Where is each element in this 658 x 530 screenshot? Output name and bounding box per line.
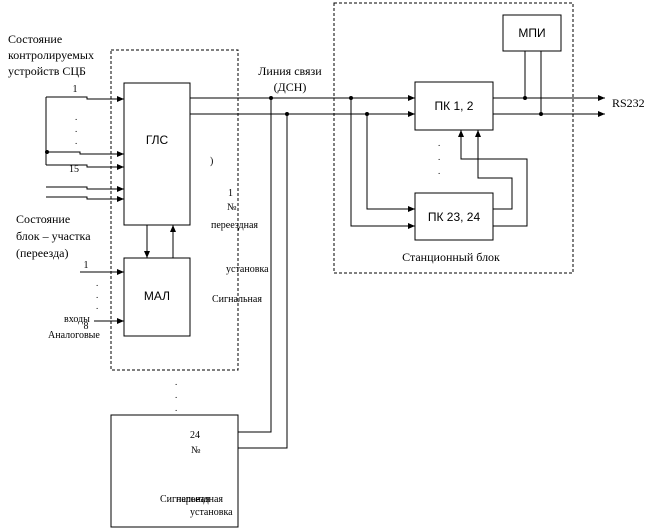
input-ellipsis-3: . [75, 136, 77, 146]
mal-label: МАЛ [144, 289, 170, 303]
installation-24-word-install: установка [190, 507, 233, 518]
state-devices-label-1: Состояние [8, 32, 62, 46]
block-state-label-1: Состояние [16, 212, 70, 226]
pk-ellipsis-1: . [438, 138, 440, 148]
mpi-block [502, 14, 562, 52]
gls-label: ГЛС [146, 133, 169, 147]
input-ellipsis-1: . [75, 112, 77, 122]
rs232-label: RS232 [612, 96, 645, 110]
installation-1-word-signal: Сигнальная [212, 294, 262, 305]
pk2324-block [414, 192, 494, 241]
input-last-label: 15 [69, 164, 79, 175]
input-ellipsis-2: . [75, 124, 77, 134]
installation-24-number: 24 [190, 430, 200, 441]
block-state-arrow-2 [46, 196, 124, 202]
pk-ellipsis-2: . [438, 152, 440, 162]
state-devices-label-2: контролируемых [8, 48, 94, 62]
station-block-frame [333, 2, 574, 274]
installation-1-paren: ) [210, 156, 213, 167]
analog-inputs-label-1: входы [64, 314, 90, 325]
block-state-label-3: (переезда) [16, 246, 69, 260]
state-devices-label-3: устройств СЦБ [8, 64, 86, 78]
input-14-arrow [47, 151, 124, 157]
installation-24-word-crossing: переездная [176, 494, 223, 505]
installation-1-no-sign: № [227, 202, 237, 213]
installation-24-word-signal: Сигнальная [160, 494, 210, 505]
installations-ellipsis-3: . [175, 403, 177, 413]
analog-ellipsis-3: . [96, 301, 98, 311]
analog-ellipsis-1: . [96, 278, 98, 288]
analog-first-label: 1 [84, 260, 89, 271]
analog-ellipsis-2: . [96, 290, 98, 300]
installation-24-block [110, 414, 239, 528]
block-state-label-2: блок – участка [16, 229, 91, 243]
installations-ellipsis-2: . [175, 390, 177, 400]
mal-block [123, 257, 191, 337]
installation-1-number: 1 [228, 188, 233, 199]
analog-last-label: 8 [84, 321, 89, 332]
block-state-arrow-1 [46, 186, 124, 192]
installations-ellipsis-1: . [175, 377, 177, 387]
analog-inputs-label-2: Аналоговые [48, 330, 100, 341]
link-inst24-a [238, 98, 272, 433]
input-first-label: 1 [73, 84, 78, 95]
link-inst24-b [238, 114, 288, 449]
station-block-label: Станционный блок [402, 250, 500, 264]
pk-ellipsis-3: . [438, 166, 440, 176]
pk2324-to-pk12-arrow-1 [475, 130, 513, 210]
pk12-block [414, 81, 494, 131]
pk2324-to-pk12-arrow-2 [458, 130, 528, 227]
mpi-label: МПИ [518, 26, 545, 40]
comm-line-label-1: Линия связи [258, 64, 322, 78]
branch-to-pk2324-upper [366, 114, 415, 212]
input-1-arrow [46, 96, 124, 102]
installation-1-word-install: установка [226, 264, 269, 275]
branch-to-pk2324-lower [350, 98, 415, 229]
installation-1-word-crossing: переездная [211, 220, 258, 231]
gls-block [123, 82, 191, 226]
input-15-arrow [46, 164, 124, 170]
comm-line-label-2: (ДСН) [274, 80, 307, 94]
pk12-label: ПК 1, 2 [435, 99, 474, 113]
installation-24-no-sign: № [191, 445, 201, 456]
pk2324-label: ПК 23, 24 [428, 210, 481, 224]
installation-1-frame [110, 49, 239, 371]
